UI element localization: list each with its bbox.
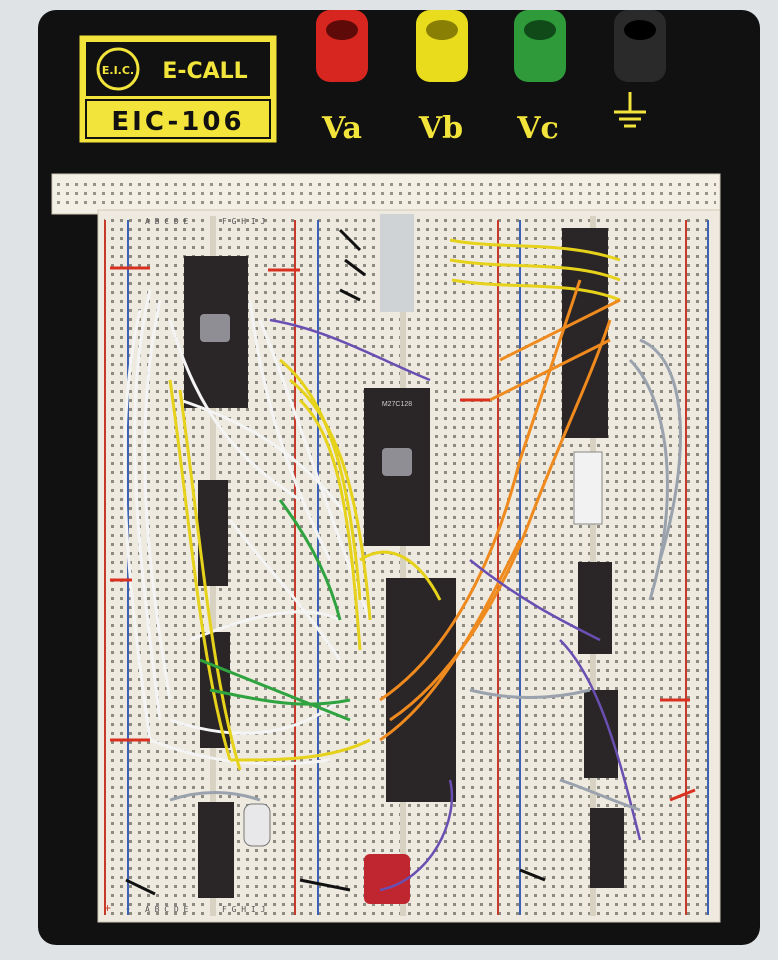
- column-letters-bottom-left: A B C D E: [145, 905, 189, 914]
- ic-dip-bottom-left: [198, 802, 234, 898]
- terminal-vb[interactable]: Vb: [416, 10, 468, 146]
- reset-pushbutton[interactable]: [364, 854, 410, 904]
- ic-dip-right-lower: [584, 690, 618, 778]
- wire-bundle-gray: [169, 338, 682, 812]
- ic-eprom-center: M27C128: [364, 388, 430, 546]
- brand-badge: E.I.C. E-CALL EIC-106: [76, 32, 280, 146]
- column-letters-top-left: A B C D E: [145, 217, 189, 226]
- wire-bundle-yellow: [168, 238, 621, 771]
- terminal-label-va: Va: [321, 111, 362, 146]
- wire-bundle-purple: [269, 318, 642, 892]
- terminal-label-vc: Vc: [516, 111, 559, 146]
- brand-name: E-CALL: [162, 59, 247, 84]
- chip-marking: M27C128: [382, 401, 412, 408]
- rail-minus-label: -: [126, 901, 130, 915]
- terminal-ground[interactable]: [614, 10, 666, 128]
- logo-circle-text: E.I.C.: [102, 64, 134, 77]
- terminal-label-vb: Vb: [418, 111, 463, 146]
- dip-switch-module: [573, 451, 603, 525]
- crystal-oscillator: [243, 803, 271, 847]
- jumpers-red: [110, 266, 696, 802]
- ground-icon: [614, 92, 646, 128]
- wire-bundle-green: [199, 499, 351, 722]
- led-bar-display: [380, 214, 414, 312]
- ic-dip-right-mid: [578, 562, 612, 654]
- ic-cpu-large: [386, 578, 456, 802]
- ic-dip-right-top: [562, 228, 608, 438]
- jumpers-black: [125, 228, 546, 896]
- terminal-vc[interactable]: Vc: [514, 10, 566, 146]
- column-letters-top-right: F G H I J: [222, 217, 265, 226]
- terminal-va[interactable]: Va: [316, 10, 368, 146]
- ic-dip-right-bottom: [590, 808, 624, 888]
- rail-plus-label: +: [104, 901, 111, 915]
- model-number: EIC-106: [111, 107, 244, 137]
- wire-bundle-orange: [379, 279, 621, 742]
- column-letters-bottom-right: F G H I J: [222, 905, 265, 914]
